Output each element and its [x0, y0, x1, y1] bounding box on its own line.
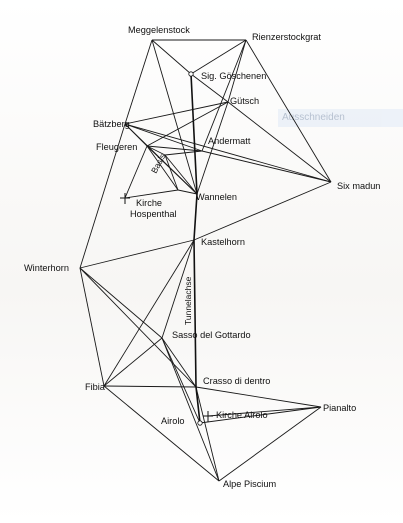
sight-line-sig-goeschenen-guetsch [190, 73, 229, 103]
sight-line-andermatt-fleugeren [146, 145, 203, 152]
sight-line-meggelenstock-baetzberg [124, 39, 153, 125]
sight-line-pianalto-airolo [199, 406, 322, 424]
station-label-baetzberg: Bätzberg [93, 119, 130, 129]
sight-line-crasso-di-dentro-pianalto [195, 386, 322, 408]
station-label-meggelenstock: Meggelenstock [128, 25, 190, 35]
station-label-fleugeren: Fleugeren [96, 142, 137, 152]
sight-line-winterhorn-fibia [79, 267, 105, 387]
sight-line-six-madun-kastelhorn [193, 181, 332, 241]
tunnel-axis-label: Tunnelachse [183, 276, 193, 325]
sight-line-kastelhorn-fibia [103, 239, 195, 387]
tunnel-axis [190, 73, 201, 424]
sight-line-guetsch-wannelen [196, 101, 229, 195]
sight-line-baetzberg-winterhorn [79, 123, 126, 269]
sight-line-guetsch-six-madun [227, 101, 332, 183]
station-label-andermatt: Andermatt [208, 136, 251, 146]
sight-line-winterhorn-sasso-del-gottardo [79, 267, 163, 339]
church-cross-hospenthal-icon [120, 193, 130, 204]
sight-line-baseA-baseB [164, 154, 179, 191]
sight-line-kastelhorn-winterhorn [79, 239, 195, 269]
sight-line-sasso-del-gottardo-airolo [161, 337, 201, 424]
sight-line-crasso-di-dentro-alpe-piscium [195, 386, 220, 482]
sight-line-baseA-wannelen [164, 154, 198, 195]
station-markers [120, 71, 213, 426]
station-label-pianalto: Pianalto [323, 403, 356, 413]
context-menu-text: Ausschneiden [282, 112, 345, 123]
station-label-wannelen: Wannelen [196, 192, 237, 202]
station-label-sasso-del-gottardo: Sasso del Gottardo [172, 330, 251, 340]
sight-line-fibia-alpe-piscium [103, 385, 220, 482]
sight-line-pianalto-alpe-piscium [218, 406, 322, 482]
sight-line-fleugeren-baseB [146, 145, 179, 191]
station-label-kirche-airolo: Kirche Airolo [216, 410, 268, 420]
sight-line-baetzberg-andermatt [124, 123, 203, 152]
sight-line-rienzerstockgrat-sig-goeschenen [190, 39, 247, 75]
church-cross-airolo-icon [203, 411, 213, 422]
portal-marker-airolo [197, 420, 203, 426]
station-label-rienzerstockgrat: Rienzerstockgrat [252, 32, 321, 42]
station-label-six-madun: Six madun [337, 181, 380, 191]
station-label-sig-goeschenen: Sig. Göschenen [201, 71, 266, 81]
sight-line-pianalto-kirche-airolo [207, 406, 322, 417]
sight-line-kastelhorn-sasso-del-gottardo [161, 239, 195, 339]
station-label-guetsch: Gütsch [230, 96, 259, 106]
sight-line-sasso-del-gottardo-fibia [103, 337, 163, 387]
sight-line-andermatt-baseA [164, 150, 203, 156]
station-label-airolo: Airolo [161, 416, 185, 426]
network-lines [79, 39, 332, 482]
sight-line-meggelenstock-wannelen [151, 39, 198, 195]
portal-marker-goeschenen [188, 71, 194, 77]
sight-line-rienzerstockgrat-andermatt [201, 39, 247, 152]
sight-line-fibia-crasso-di-dentro [103, 385, 197, 388]
sight-line-fleugeren-wannelen [146, 145, 198, 195]
sight-line-fleugeren-baseA [146, 145, 166, 156]
station-label-kastelhorn: Kastelhorn [201, 237, 245, 247]
sight-line-meggelenstock-sig-goeschenen [151, 39, 192, 75]
sight-line-winterhorn-crasso-di-dentro [79, 267, 197, 388]
station-label-alpe-piscium: Alpe Piscium [223, 479, 276, 489]
sight-line-guetsch-baetzberg [124, 101, 229, 125]
sight-line-baseB-kirche-hospenthal [124, 189, 179, 199]
sight-line-baseB-wannelen [177, 189, 198, 195]
sight-line-sasso-del-gottardo-crasso-di-dentro [161, 337, 197, 388]
sight-line-rienzerstockgrat-six-madun [245, 39, 332, 183]
sight-line-guetsch-fleugeren [146, 101, 229, 147]
station-label-fibia: Fibia [85, 382, 106, 392]
sight-line-fleugeren-kirche-hospenthal [124, 145, 148, 199]
station-label-crasso-di-dentro: Crasso di dentro [203, 376, 270, 386]
sight-line-sasso-del-gottardo-alpe-piscium [161, 337, 220, 482]
sight-line-rienzerstockgrat-guetsch [227, 39, 247, 103]
sight-line-andermatt-six-madun [201, 150, 332, 183]
tunnel-axis-line [190, 73, 201, 424]
sight-line-baetzberg-six-madun [124, 123, 332, 183]
context-menu-fragment: Ausschneiden [278, 109, 403, 127]
station-label-winterhorn: Winterhorn [24, 263, 69, 273]
